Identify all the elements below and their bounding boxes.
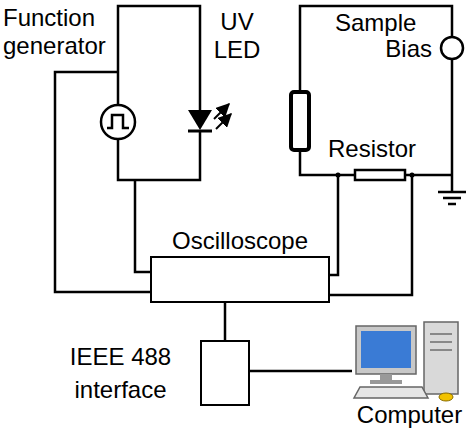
bus-cable [250, 370, 352, 373]
instrument-box [150, 256, 330, 303]
monitor-frame [356, 326, 416, 374]
wire [55, 72, 150, 292]
tower-case [424, 322, 458, 394]
bias-source-symbol [441, 37, 463, 59]
component-label: Bias [380, 36, 432, 62]
wire [118, 6, 200, 110]
node-label: IEEE 488 interface [48, 340, 193, 406]
label-row: Oscilloscope [150, 226, 330, 256]
node-label: Oscilloscope [150, 226, 330, 256]
label-column: IEEE 488 interface [48, 340, 193, 406]
component-label: UV LED [210, 8, 264, 64]
node-label: Computer [352, 402, 467, 428]
diode-bar [188, 130, 212, 133]
junction-dot [336, 173, 341, 178]
node-box: Oscilloscope [150, 226, 330, 303]
bus-cable [224, 303, 227, 340]
pulse-symbol [107, 115, 129, 128]
sample-symbol [291, 92, 309, 150]
monitor-base [370, 380, 402, 384]
mouse [439, 393, 453, 401]
ground-symbol [438, 192, 466, 204]
component-label: Function generator [3, 4, 115, 60]
diode-symbol [188, 110, 212, 130]
node-box: IEEE 488 interface [48, 340, 250, 406]
node-box: Computer [352, 318, 467, 428]
monitor-screen [361, 331, 411, 368]
monitor-stand [380, 374, 392, 380]
keyboard [354, 387, 428, 398]
wire [451, 59, 454, 192]
wire [300, 6, 452, 92]
interface-box [200, 340, 250, 406]
wire [330, 175, 412, 295]
generator-symbol [101, 105, 135, 139]
resistor-symbol [355, 170, 405, 180]
computer-icon [352, 318, 467, 402]
junction-dot [410, 173, 415, 178]
wire [135, 180, 150, 272]
emission-arrow [214, 104, 229, 119]
component-label: Sample [335, 10, 430, 36]
emission-arrow [216, 114, 231, 129]
wire [330, 175, 338, 275]
drive-slots [430, 334, 452, 350]
wire [118, 132, 200, 180]
component-label: Resistor [328, 136, 428, 162]
label-row: Computer [352, 402, 467, 428]
